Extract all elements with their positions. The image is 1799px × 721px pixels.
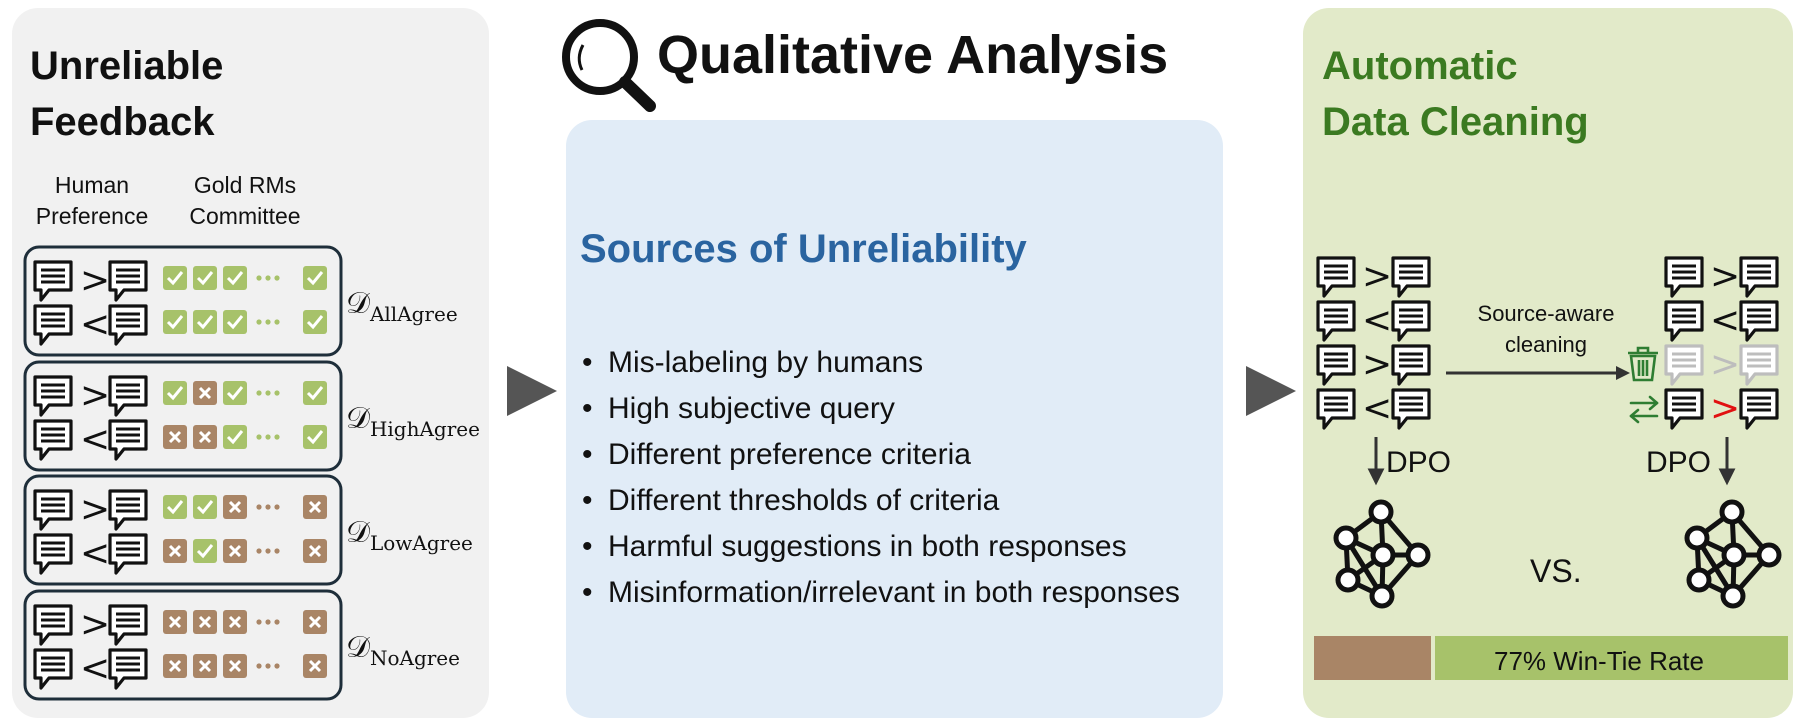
dpo-right-label: DPO bbox=[1646, 446, 1712, 479]
svg-text:<: < bbox=[80, 419, 110, 460]
loss-bar bbox=[1314, 636, 1431, 680]
model-right-icon bbox=[1687, 502, 1779, 606]
group-label-highagree: 𝒟HighAgree bbox=[346, 401, 480, 441]
source-item: Harmful suggestions in both responses bbox=[580, 524, 1180, 570]
human-preference-label: Human Preference bbox=[35, 172, 149, 229]
svg-text:>: > bbox=[1362, 256, 1392, 297]
model-left-icon bbox=[1336, 502, 1428, 606]
svg-text:>: > bbox=[1710, 388, 1740, 429]
left-title: Unreliable Feedback bbox=[30, 44, 224, 144]
source-item: Different preference criteria bbox=[580, 432, 1180, 478]
sources-list: Mis-labeling by humans High subjective q… bbox=[580, 340, 1180, 616]
left-pairs: > < > < > < > < bbox=[33, 260, 148, 690]
group-label-noagree: 𝒟NoAgree bbox=[346, 630, 460, 670]
svg-text:>: > bbox=[80, 375, 110, 416]
magnifier-icon bbox=[562, 19, 656, 112]
right-title: Automatic Data Cleaning bbox=[1322, 44, 1589, 144]
source-item: Misinformation/irrelevant in both respon… bbox=[580, 570, 1180, 616]
svg-text:>: > bbox=[1710, 256, 1740, 297]
svg-text:>: > bbox=[1362, 344, 1392, 385]
qualitative-analysis-title: Qualitative Analysis bbox=[657, 25, 1169, 85]
win-tie-bar bbox=[1435, 636, 1788, 680]
dpo-left-label: DPO bbox=[1386, 446, 1452, 479]
svg-text:>: > bbox=[1710, 344, 1740, 385]
rm-votes bbox=[161, 264, 329, 680]
group-box-lowagree bbox=[23, 474, 343, 586]
svg-text:>: > bbox=[80, 489, 110, 530]
group-box-allagree bbox=[23, 245, 343, 357]
vs-label: VS. bbox=[1530, 553, 1582, 589]
svg-text:<: < bbox=[80, 304, 110, 345]
sources-title: Sources of Unreliability bbox=[580, 227, 1027, 271]
svg-text:<: < bbox=[1710, 300, 1740, 341]
group-label-lowagree: 𝒟LowAgree bbox=[346, 515, 473, 555]
right-cleaned-pairs: > < > > bbox=[1664, 256, 1779, 430]
svg-text:<: < bbox=[80, 648, 110, 689]
dpo-arrows bbox=[1367, 437, 1736, 486]
source-item: Mis-labeling by humans bbox=[580, 340, 1180, 386]
gold-rms-label: Gold RMs Committee bbox=[189, 172, 301, 229]
source-item: High subjective query bbox=[580, 386, 1180, 432]
win-tie-label: 77% Win-Tie Rate bbox=[1494, 646, 1704, 676]
swap-icon bbox=[1629, 395, 1659, 424]
svg-text:>: > bbox=[80, 604, 110, 645]
group-label-allagree: 𝒟AllAgree bbox=[346, 286, 458, 326]
trash-icon bbox=[1628, 346, 1658, 382]
svg-text:<: < bbox=[80, 533, 110, 574]
svg-text:<: < bbox=[1362, 300, 1392, 341]
cleaning-arrow bbox=[1446, 366, 1630, 380]
group-box-highagree bbox=[23, 360, 343, 472]
source-item: Different thresholds of criteria bbox=[580, 478, 1180, 524]
svg-text:>: > bbox=[80, 260, 110, 301]
cleaning-label: Source-aware cleaning bbox=[1477, 301, 1615, 357]
arrow-right-icon bbox=[507, 366, 557, 416]
group-box-noagree bbox=[23, 589, 343, 701]
arrow-right-icon bbox=[1246, 366, 1296, 416]
svg-text:<: < bbox=[1362, 388, 1392, 429]
right-original-pairs: > < > < bbox=[1316, 256, 1431, 430]
